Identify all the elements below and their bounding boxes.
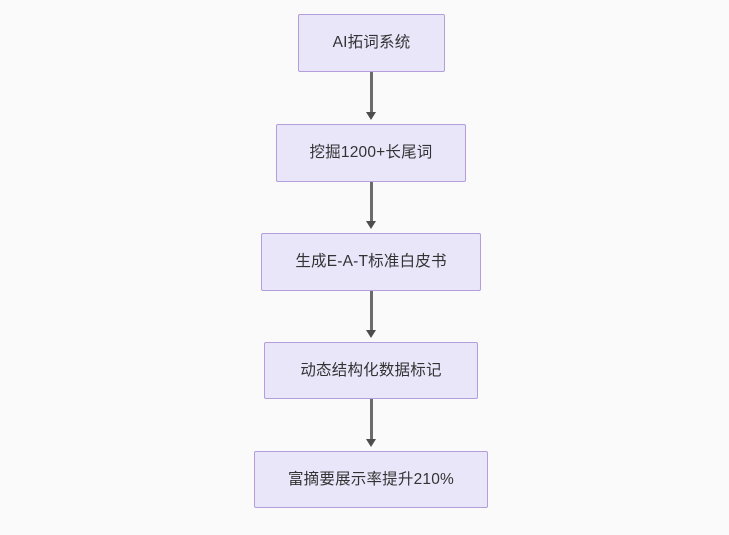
arrowhead-node2-node3: [366, 221, 376, 229]
edge-node2-node3: [370, 182, 373, 225]
flow-node-mine-longtail-keywords[interactable]: 挖掘1200+长尾词: [276, 124, 466, 182]
flow-node-label: 富摘要展示率提升210%: [287, 470, 455, 488]
edge-node4-node5: [370, 399, 373, 443]
flow-node-label: 挖掘1200+长尾词: [309, 144, 433, 162]
flow-node-label: 生成E-A-T标准白皮书: [295, 253, 447, 271]
flow-node-generate-eat-whitepaper[interactable]: 生成E-A-T标准白皮书: [261, 233, 481, 291]
edge-node1-node2: [370, 72, 373, 116]
arrowhead-node4-node5: [366, 439, 376, 447]
flow-node-ai-keyword-system[interactable]: AI拓词系统: [298, 14, 445, 72]
flow-node-dynamic-structured-data-markup[interactable]: 动态结构化数据标记: [264, 342, 478, 399]
edge-node3-node4: [370, 291, 373, 334]
arrowhead-node3-node4: [366, 330, 376, 338]
flow-node-rich-snippet-impression-uplift[interactable]: 富摘要展示率提升210%: [254, 451, 488, 508]
flow-node-label: AI拓词系统: [332, 34, 411, 52]
flow-node-label: 动态结构化数据标记: [300, 361, 442, 379]
arrowhead-node1-node2: [366, 112, 376, 120]
